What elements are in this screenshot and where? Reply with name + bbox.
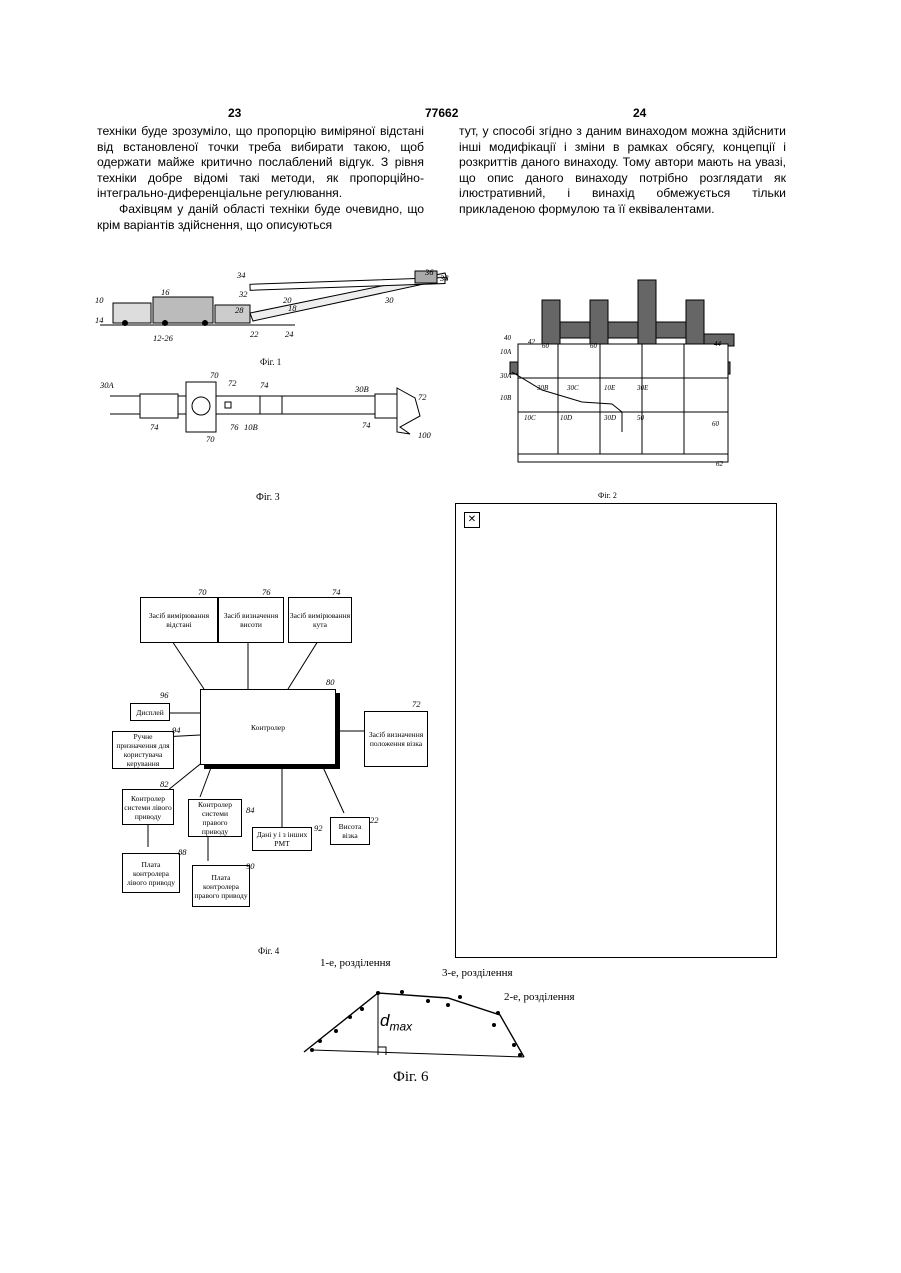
block-number: 80 — [326, 677, 335, 687]
missing-image-frame: ✕ — [455, 503, 777, 958]
fig1-label: 22 — [250, 329, 259, 339]
fig3-label: 10B — [244, 422, 258, 432]
figure-2-caption: Фіг. 2 — [598, 491, 617, 500]
fig3-label: 76 — [230, 422, 239, 432]
block-angle-measurement: Засіб вимірювання кута — [288, 597, 352, 643]
figure-6: 1-е, розділення 3-е, розділення 2-е, роз… — [298, 955, 598, 1090]
fig3-label: 30B — [355, 384, 369, 394]
fig3-label: 100 — [418, 430, 431, 440]
fig1-label: 18 — [288, 303, 297, 313]
block-left-drive-controller: Контролер системи лівого приводу — [122, 789, 174, 825]
fig1-label: 36 — [425, 267, 434, 277]
fig6-dmax-label: dmax — [380, 1011, 412, 1033]
figure-4-caption: Фіг. 4 — [258, 946, 279, 956]
fig2-label: 60 — [712, 420, 719, 428]
right-text-column: тут, у способі згідно з даним винаходом … — [459, 124, 786, 218]
fig2-label: 30A — [500, 372, 511, 380]
figure-1: 10 14 16 12-26 28 20 18 22 24 32 34 30 3… — [95, 265, 450, 370]
fig2-label: 10C — [524, 414, 536, 422]
block-number: 90 — [246, 861, 255, 871]
fig3-label: 72 — [228, 378, 237, 388]
fig1-label: 24 — [285, 329, 294, 339]
block-cart-height: Висота візка — [330, 817, 370, 845]
fig2-label: 60 — [542, 342, 549, 350]
fig2-label: 30D — [604, 414, 616, 422]
fig1-label: 28 — [235, 305, 244, 315]
block-number: 88 — [178, 847, 187, 857]
block-number: 94 — [172, 725, 181, 735]
figure-3-drawing — [100, 372, 450, 452]
figure-2-drawing — [482, 272, 742, 470]
fig3-label: 74 — [150, 422, 159, 432]
fig3-label: 72 — [418, 392, 427, 402]
fig2-label: 10B — [500, 394, 511, 402]
fig2-label: 44 — [714, 340, 721, 348]
fig1-label: 30 — [385, 295, 394, 305]
fig6-label-2: 2-е, розділення — [504, 991, 575, 1003]
broken-image-icon: ✕ — [464, 512, 480, 528]
block-number: 84 — [246, 805, 255, 815]
figure-1-caption: Фіг. 1 — [260, 357, 281, 367]
fig3-label: 74 — [362, 420, 371, 430]
figure-3-caption: Фіг. 3 — [256, 492, 280, 503]
block-manual-control: Ручне призначення для користувача керува… — [112, 731, 174, 769]
fig2-label: 10E — [604, 384, 615, 392]
figure-3: 30A 70 72 74 30B 72 74 76 10B 70 74 100 — [100, 372, 450, 452]
block-number: 82 — [160, 779, 169, 789]
block-pmt-data: Дані у і з інших PMT — [252, 827, 312, 851]
patent-number: 77662 — [425, 106, 458, 120]
fig6-label-1: 1-е, розділення — [320, 957, 391, 969]
fig3-label: 70 — [206, 434, 215, 444]
paragraph: тут, у способі згідно з даним винаходом … — [459, 124, 786, 218]
page-number-right: 24 — [633, 106, 646, 120]
block-number: 74 — [332, 587, 341, 597]
page-number-left: 23 — [228, 106, 241, 120]
fig6-dmax-sub: max — [389, 1019, 412, 1033]
block-right-drive-controller: Контролер системи правого приводу — [188, 799, 242, 837]
fig3-label: 30A — [100, 380, 114, 390]
block-height-determination: Засіб визначення висоти — [218, 597, 284, 643]
block-cart-position: Засіб визначення положення візка — [364, 711, 428, 767]
fig1-label: 14 — [95, 315, 104, 325]
fig2-label: 42 — [528, 338, 535, 346]
fig1-label: 38 — [440, 273, 449, 283]
block-right-drive-board: Плата контролера правого приводу — [192, 865, 250, 907]
fig1-label: 12-26 — [153, 333, 173, 343]
block-display: Дисплей — [130, 703, 170, 721]
block-left-drive-board: Плата контролера лівого приводу — [122, 853, 180, 893]
fig1-label: 34 — [237, 270, 246, 280]
fig2-label: 30E — [637, 384, 648, 392]
figure-1-drawing — [95, 265, 450, 370]
block-number: 70 — [198, 587, 207, 597]
fig1-label: 10 — [95, 295, 104, 305]
figure-4: Засіб вимірювання відстані 70 Засіб визн… — [100, 585, 440, 925]
fig2-label: 60 — [590, 342, 597, 350]
fig3-label: 74 — [260, 380, 269, 390]
fig6-label-3: 3-е, розділення — [442, 967, 513, 979]
fig2-label: 10A — [500, 348, 511, 356]
block-distance-measurement: Засіб вимірювання відстані — [140, 597, 218, 643]
fig2-label: 50 — [637, 414, 644, 422]
fig2-label: 10D — [560, 414, 572, 422]
left-text-column: техніки буде зрозуміло, що пропорцію вим… — [97, 124, 424, 233]
fig2-label: 40 — [504, 334, 511, 342]
fig2-label: 30B — [537, 384, 548, 392]
block-number: 72 — [412, 699, 421, 709]
paragraph: Фахівцям у даній області техніки буде оч… — [97, 202, 424, 233]
fig1-label: 16 — [161, 287, 170, 297]
paragraph: техніки буде зрозуміло, що пропорцію вим… — [97, 124, 424, 202]
fig2-label: 30C — [567, 384, 579, 392]
fig2-label: 62 — [716, 460, 723, 468]
block-number: 92 — [314, 823, 323, 833]
block-number: 22 — [370, 815, 379, 825]
figure-2: 60 60 40 42 10A 30A 10B 44 30B 30C 10E 3… — [482, 272, 742, 470]
fig3-label: 70 — [210, 370, 219, 380]
block-number: 76 — [262, 587, 271, 597]
fig1-label: 32 — [239, 289, 248, 299]
figure-6-caption: Фіг. 6 — [393, 1069, 428, 1086]
block-number: 96 — [160, 690, 169, 700]
block-controller: Контролер — [200, 689, 336, 765]
